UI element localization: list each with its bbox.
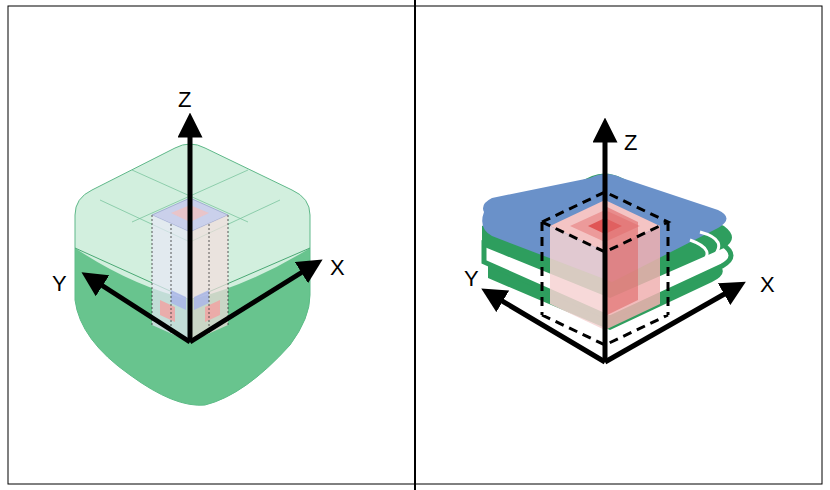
- axis-label-x: X: [760, 274, 775, 296]
- axis-label-z: Z: [624, 132, 637, 154]
- axis-label-y: Y: [464, 268, 479, 290]
- axis-label-z: Z: [178, 89, 191, 111]
- axis-label-x: X: [330, 257, 345, 279]
- axes: [492, 130, 735, 362]
- axes: [92, 125, 312, 342]
- divider: [414, 0, 416, 490]
- axis-label-y: Y: [52, 273, 67, 295]
